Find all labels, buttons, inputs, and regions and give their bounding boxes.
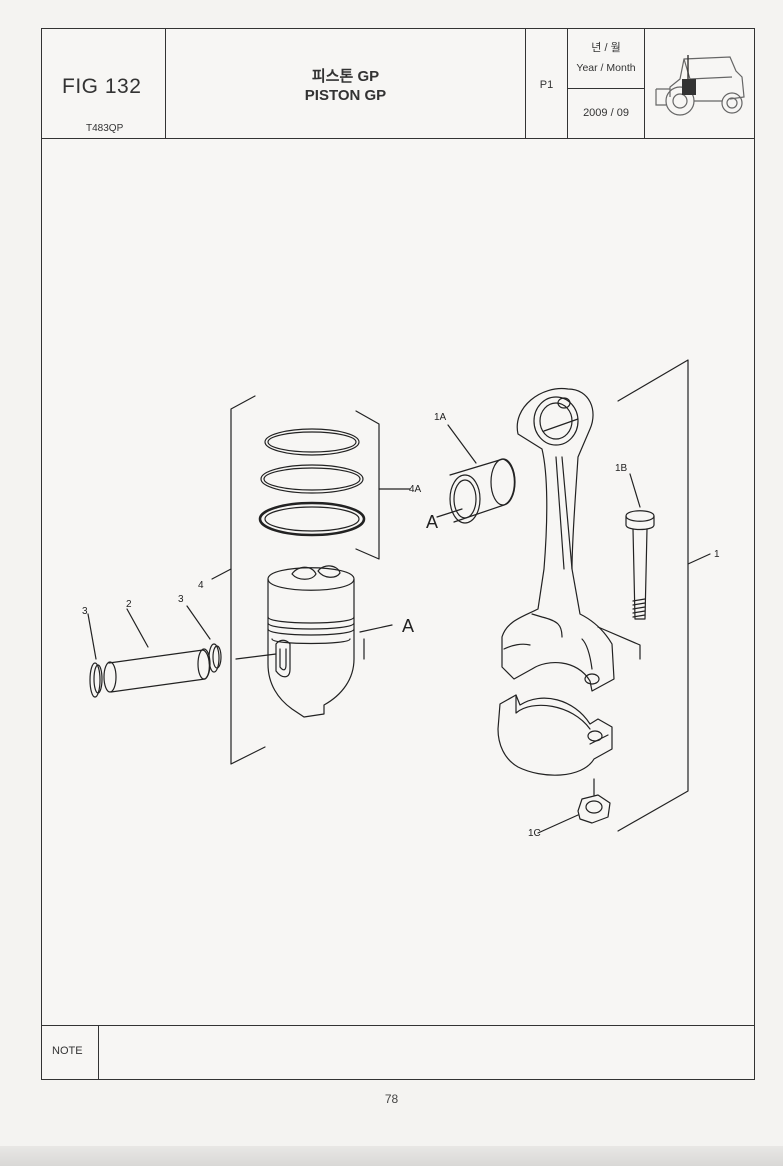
bracket-rings-right [355, 410, 380, 560]
callout-4: 4 [198, 580, 204, 591]
page-code: P1 [539, 79, 554, 91]
callout-1a: 1A [434, 412, 447, 423]
date-label-box: 년 / 월 Year / Month [568, 29, 644, 89]
bracket-piston-left [230, 395, 266, 765]
scan-edge [0, 1146, 783, 1166]
callout-a-piston: A [402, 616, 414, 636]
small-end-bushing [436, 424, 516, 524]
bracket-rod-right [617, 359, 689, 832]
note-label-cell: NOTE [42, 1026, 99, 1079]
callout-1b: 1B [615, 463, 628, 474]
fig-number: FIG 132 [62, 75, 142, 98]
icon-cell [645, 29, 754, 138]
header: FIG 132 T483QP 피스톤 GP PISTON GP P1 년 / 월… [42, 29, 754, 139]
date-label-korean: 년 / 월 [591, 42, 621, 54]
tractor-icon [655, 55, 745, 116]
title-cell: 피스톤 GP PISTON GP [166, 29, 526, 138]
rod-bolt [625, 473, 655, 620]
callout-a-bushing: A [426, 512, 438, 532]
note-label: NOTE [52, 1045, 83, 1057]
title-korean: 피스톤 GP [311, 68, 380, 85]
title-english: PISTON GP [304, 87, 387, 104]
page-number: 78 [384, 1092, 399, 1106]
callout-1c: 1C [528, 828, 541, 839]
leader-4 [211, 568, 232, 580]
callout-3-left: 3 [82, 606, 88, 617]
callout-4a: 4A [409, 484, 422, 495]
bolt-guide [597, 626, 641, 660]
note-row: NOTE [42, 1025, 754, 1079]
exploded-diagram: 1 1A 1B 1C 2 3 3 4 4A A A [42, 139, 754, 1026]
callout-3-right: 3 [178, 594, 184, 605]
leader-a-piston [359, 624, 393, 633]
model-code: T483QP [86, 123, 124, 134]
snap-rings [87, 605, 222, 698]
callout-2: 2 [126, 599, 132, 610]
piston-rings [258, 428, 366, 537]
page-code-cell: P1 [526, 29, 568, 138]
piston [235, 565, 365, 718]
piston-pin [103, 608, 211, 693]
connecting-rod-cap [497, 694, 613, 776]
leader-1 [687, 553, 711, 565]
date-value: 2009 / 09 [583, 107, 629, 119]
parts-catalog-page: FIG 132 T483QP 피스톤 GP PISTON GP P1 년 / 월… [41, 28, 755, 1080]
fig-cell: FIG 132 T483QP [42, 29, 166, 138]
connecting-rod [501, 387, 615, 692]
rod-nut [537, 778, 611, 834]
date-cell: 년 / 월 Year / Month 2009 / 09 [568, 29, 645, 138]
date-label-english: Year / Month [576, 62, 636, 74]
piston-assembly-drawing: 1 1A 1B 1C 2 3 3 4 4A A A [82, 359, 720, 839]
callout-1: 1 [714, 549, 720, 560]
